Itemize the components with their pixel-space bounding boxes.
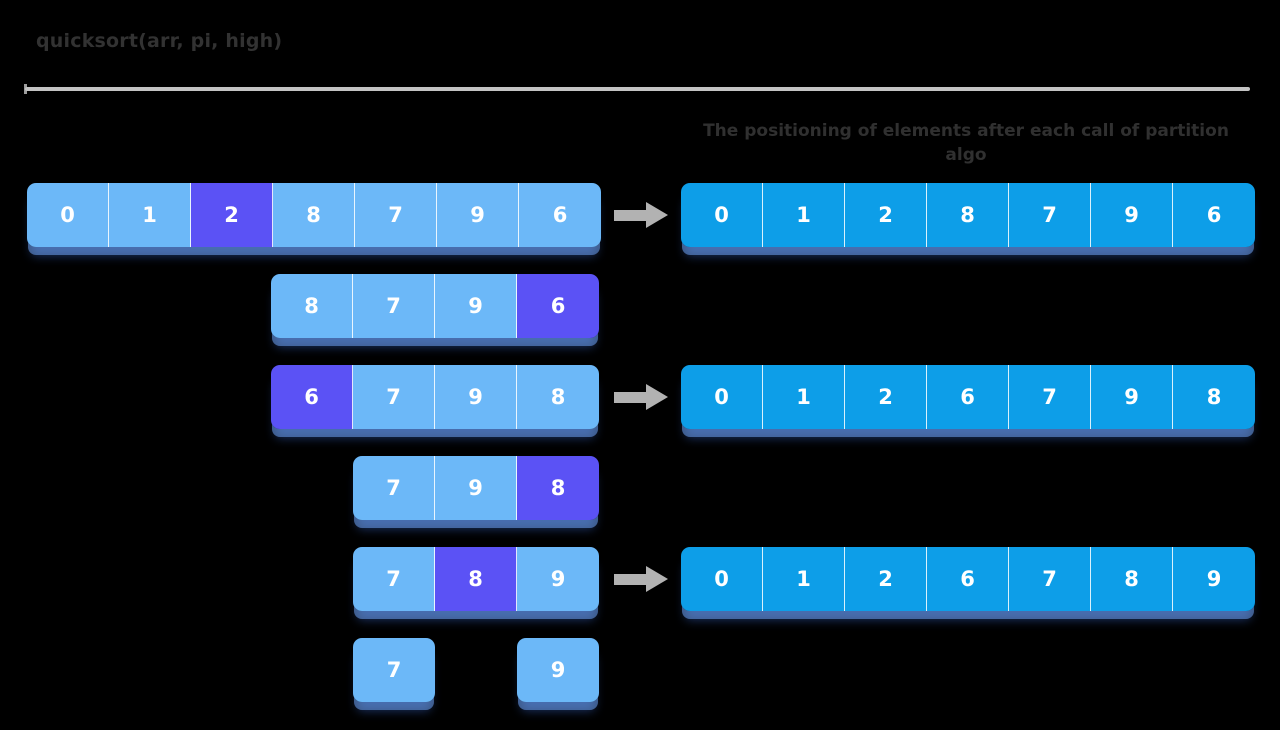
array-cell: 0 [27, 183, 109, 247]
left-row-4: 7 9 8 [353, 456, 599, 520]
array-cell: 7 [353, 456, 435, 520]
right-row-1: 0 1 2 8 7 9 6 [681, 183, 1255, 247]
arrow-shaft [614, 574, 648, 585]
array-cell: 8 [273, 183, 355, 247]
left-row-3: 6 7 9 8 [271, 365, 599, 429]
leaf-right: 9 [517, 638, 599, 702]
array-cell: 9 [437, 183, 519, 247]
array-cell: 7 [1009, 547, 1091, 611]
array-cell: 8 [1091, 547, 1173, 611]
left-row-2: 8 7 9 6 [271, 274, 599, 338]
array-cell: 0 [681, 547, 763, 611]
array-cell: 7 [1009, 365, 1091, 429]
array-cell: 1 [763, 183, 845, 247]
array-cell: 9 [1091, 365, 1173, 429]
array-cell: 9 [435, 456, 517, 520]
arrow-right-icon-2 [614, 384, 670, 410]
array-cell-pivot: 6 [271, 365, 353, 429]
array-cell: 9 [1091, 183, 1173, 247]
array-cell: 9 [1173, 547, 1255, 611]
array-cell: 1 [109, 183, 191, 247]
array-cell: 9 [435, 274, 517, 338]
page-title: quicksort(arr, pi, high) [36, 30, 283, 52]
array-cell-pivot: 2 [191, 183, 273, 247]
arrow-shaft [614, 210, 648, 221]
array-cell: 8 [517, 365, 599, 429]
array-cell: 7 [1009, 183, 1091, 247]
array-cell-pivot: 6 [517, 274, 599, 338]
array-cell-pivot: 8 [517, 456, 599, 520]
array-cell: 2 [845, 365, 927, 429]
array-cell: 6 [927, 547, 1009, 611]
arrow-head [646, 384, 668, 410]
array-cell: 6 [927, 365, 1009, 429]
array-cell: 7 [355, 183, 437, 247]
right-row-2: 0 1 2 6 7 9 8 [681, 365, 1255, 429]
leaf-left: 7 [353, 638, 435, 702]
title-divider [25, 87, 1250, 91]
array-cell: 1 [763, 365, 845, 429]
array-cell: 9 [517, 638, 599, 702]
array-cell: 0 [681, 183, 763, 247]
array-cell: 8 [927, 183, 1009, 247]
array-cell: 7 [353, 274, 435, 338]
arrow-shaft [614, 392, 648, 403]
array-cell: 9 [517, 547, 599, 611]
array-cell: 8 [1173, 365, 1255, 429]
array-cell: 8 [271, 274, 353, 338]
left-row-5: 7 8 9 [353, 547, 599, 611]
arrow-head [646, 202, 668, 228]
array-cell: 1 [763, 547, 845, 611]
right-panel-heading: The positioning of elements after each c… [703, 121, 1229, 165]
array-cell: 9 [435, 365, 517, 429]
array-cell: 2 [845, 183, 927, 247]
array-cell: 6 [1173, 183, 1255, 247]
array-cell: 2 [845, 547, 927, 611]
array-cell: 6 [519, 183, 601, 247]
left-row-1: 0 1 2 8 7 9 6 [27, 183, 601, 247]
array-cell: 0 [681, 365, 763, 429]
right-row-3: 0 1 2 6 7 8 9 [681, 547, 1255, 611]
array-cell: 7 [353, 638, 435, 702]
arrow-right-icon-3 [614, 566, 670, 592]
array-cell-pivot: 8 [435, 547, 517, 611]
array-cell: 7 [353, 365, 435, 429]
array-cell: 7 [353, 547, 435, 611]
arrow-right-icon-1 [614, 202, 670, 228]
arrow-head [646, 566, 668, 592]
